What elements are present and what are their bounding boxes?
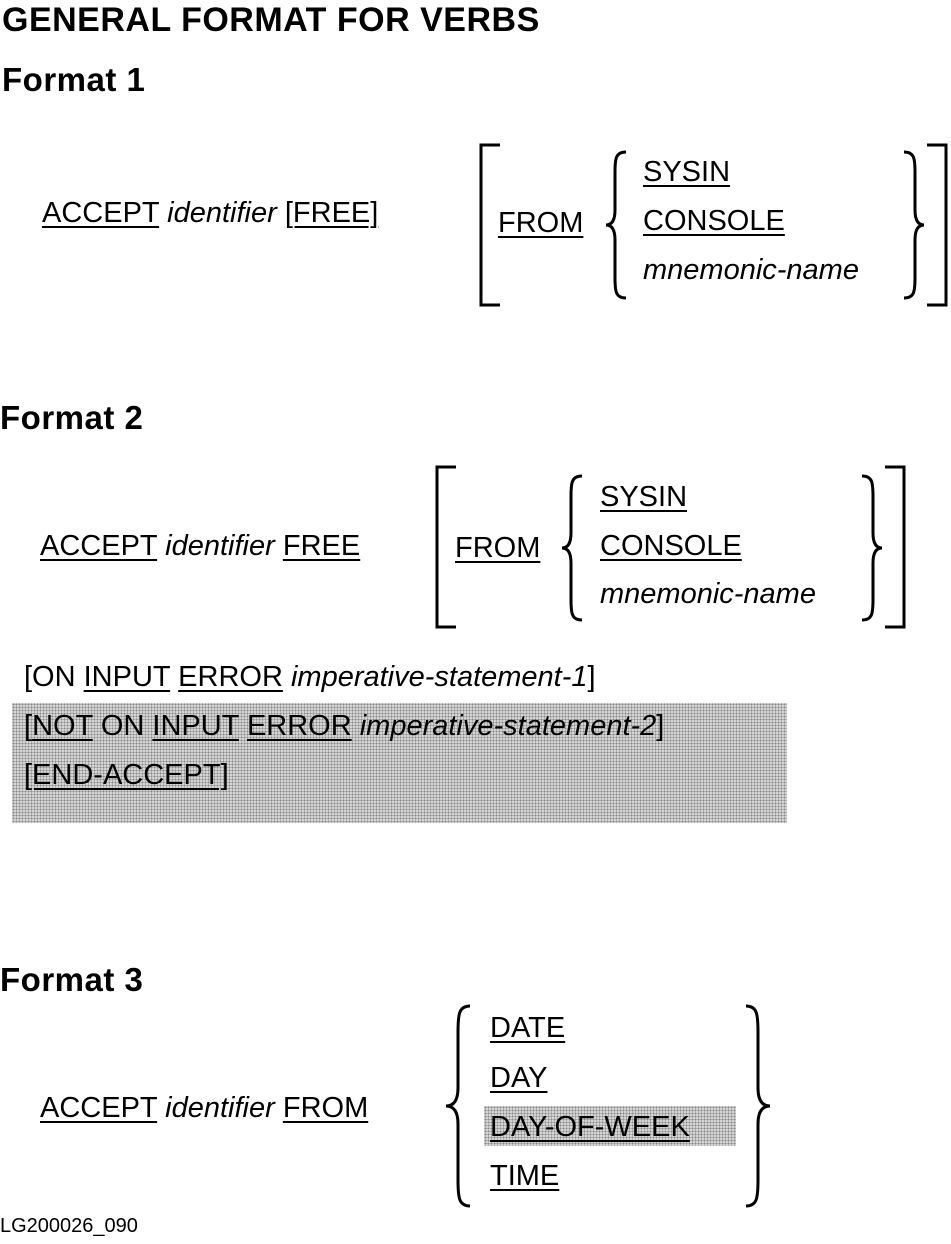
on-word: ON	[92, 710, 153, 742]
format-1-statement: ACCEPT identifier [FREE]	[42, 196, 378, 230]
format-2-option-mnemonic-name: mnemonic-name	[600, 578, 816, 610]
free-option: [FREE]	[284, 197, 379, 229]
not-keyword: NOT	[32, 710, 93, 742]
clause-close: ]	[587, 661, 596, 693]
format-1-option-sysin: SYSIN	[643, 156, 731, 188]
format-3-statement: ACCEPT identifier FROM	[40, 1091, 368, 1125]
clause-open: [	[24, 710, 33, 742]
format-3-heading: Format 3	[0, 961, 144, 998]
format-3-option-time: TIME	[490, 1160, 560, 1192]
error-keyword: ERROR	[246, 710, 352, 742]
format-3-option-day-of-week: DAY-OF-WEEK	[490, 1111, 690, 1143]
format-2-end-accept: [END-ACCEPT]	[24, 759, 229, 791]
accept-keyword: ACCEPT	[42, 197, 160, 229]
format-2-right-square-bracket	[885, 465, 906, 629]
format-3-left-brace	[445, 1004, 471, 1208]
figure-id: LG200026_090	[0, 1215, 138, 1237]
format-1-left-brace	[605, 150, 627, 300]
format-2-statement: ACCEPT identifier FREE	[40, 529, 360, 563]
identifier-operand: identifier	[165, 530, 275, 562]
format-2-not-on-input-error-clause: [NOT ON INPUT ERROR imperative-statement…	[24, 709, 664, 743]
clause-close: ]	[656, 710, 665, 742]
identifier-operand: identifier	[165, 1092, 275, 1124]
free-keyword: FREE	[282, 530, 361, 562]
format-1-option-mnemonic-name: mnemonic-name	[643, 254, 859, 286]
from-keyword: FROM	[282, 1092, 369, 1124]
identifier-operand: identifier	[167, 197, 277, 229]
format-1-from-keyword: FROM	[498, 207, 584, 239]
day-of-week-shading	[484, 1106, 736, 1146]
format-1-left-square-bracket	[479, 143, 500, 307]
format-2-option-sysin: SYSIN	[600, 481, 688, 513]
format-2-left-brace	[561, 474, 583, 622]
format-2-on-input-error-clause: [ON INPUT ERROR imperative-statement-1]	[24, 660, 596, 694]
format-3-option-day: DAY	[490, 1062, 548, 1094]
imperative-statement-1: imperative-statement-1	[290, 661, 588, 693]
format-2-left-square-bracket	[435, 465, 456, 629]
input-keyword: INPUT	[152, 710, 239, 742]
imperative-statement-2: imperative-statement-2	[359, 710, 657, 742]
accept-keyword: ACCEPT	[40, 1092, 158, 1124]
format-1-right-square-bracket	[927, 143, 948, 307]
format-2-heading: Format 2	[0, 399, 144, 436]
clause-open: [ON	[24, 661, 84, 693]
format-2-option-console: CONSOLE	[600, 530, 742, 562]
format-2-shaded-region	[12, 703, 787, 823]
format-3-option-date: DATE	[490, 1012, 566, 1044]
format-1-heading: Format 1	[2, 61, 146, 98]
format-1-option-console: CONSOLE	[643, 205, 785, 237]
format-2-from-keyword: FROM	[455, 532, 541, 564]
format-3-right-brace	[745, 1004, 771, 1208]
page-title: GENERAL FORMAT FOR VERBS	[2, 1, 540, 39]
accept-keyword: ACCEPT	[40, 530, 158, 562]
format-2-right-brace	[861, 474, 883, 622]
format-1-right-brace	[903, 150, 925, 300]
error-keyword: ERROR	[178, 661, 283, 693]
input-keyword: INPUT	[83, 661, 171, 693]
